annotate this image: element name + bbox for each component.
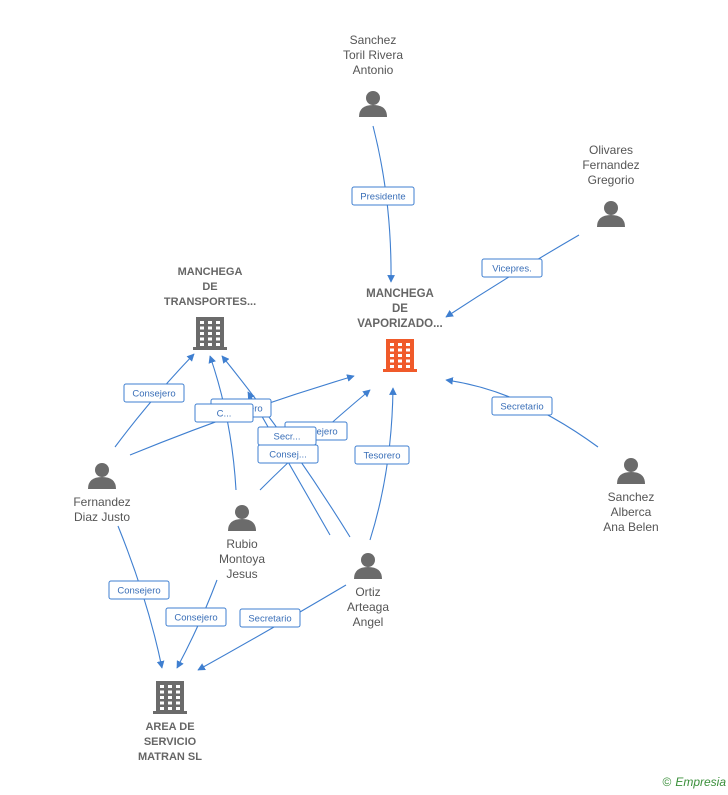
nodes-layer: MANCHEGA DE VAPORIZADO... MANCHEGA DE TRANSPO… (73, 33, 658, 763)
edge-label-e11[interactable]: Consejero (108, 580, 170, 600)
brand-watermark: ©Empresia (662, 775, 726, 789)
node-label-line: TRANSPORTES... (164, 296, 256, 308)
brand-name: Empresia (675, 775, 726, 789)
node-label-line: Fernandez (73, 495, 130, 509)
node-label-line: Arteaga (347, 600, 389, 614)
node-label-line: MANCHEGA (366, 288, 434, 300)
edge-label-e1[interactable]: Presidente (351, 186, 415, 206)
edge-label-box (108, 580, 170, 600)
node-manchega-transportes[interactable]: MANCHEGA DE TRANSPORTES... (164, 266, 256, 350)
edge-label-box (491, 396, 553, 416)
node-label-line: Sanchez (608, 490, 655, 504)
node-label-line: Gregorio (588, 173, 635, 187)
node-label-line: Jesus (226, 567, 257, 581)
person-icon[interactable] (617, 458, 645, 484)
node-label-line: Montoya (219, 552, 265, 566)
node-label-line: AREA DE (145, 721, 194, 733)
edge-label-e4[interactable]: Tesorero (354, 445, 410, 465)
node-label-line: DE (392, 303, 408, 315)
edge-label-text: Vicepres. (492, 264, 531, 275)
edge-label-text: Secretario (248, 614, 291, 625)
node-label-line: VAPORIZADO... (357, 318, 442, 330)
node-label-line: MANCHEGA (178, 266, 243, 278)
edge-label-e10[interactable]: Consej... (257, 444, 319, 464)
person-icon[interactable] (228, 505, 256, 531)
edge-label-box (239, 608, 301, 628)
building-icon[interactable] (383, 339, 417, 372)
node-label-line: Olivares (589, 143, 633, 157)
edge-label-text: Secretario (500, 402, 543, 413)
edge-label-box (257, 444, 319, 464)
node-label-line: Fernandez (582, 158, 639, 172)
node-manchega-vaporizado[interactable]: MANCHEGA DE VAPORIZADO... (357, 288, 443, 372)
edge-label-box (481, 258, 543, 278)
node-label-line: Alberca (611, 505, 652, 519)
edge-label-text: Consejero (132, 389, 175, 400)
node-label-line: DE (202, 281, 217, 293)
node-label-line: SERVICIO (144, 736, 197, 748)
person-icon[interactable] (354, 553, 382, 579)
edge-label-e9[interactable]: Secr... (257, 426, 317, 446)
person-icon[interactable] (88, 463, 116, 489)
edge-label-box (123, 383, 185, 403)
edge-label-text: C... (217, 409, 232, 420)
person-icon[interactable] (597, 201, 625, 227)
edge-labels-layer: PresidenteVicepres.SecretarioTesoreroCon… (108, 186, 553, 628)
node-area-servicio[interactable]: AREA DE SERVICIO MATRAN SL (138, 681, 202, 763)
node-label-line: Diaz Justo (74, 510, 130, 524)
node-label-line: Antonio (353, 63, 394, 77)
edge-label-e2[interactable]: Vicepres. (481, 258, 543, 278)
edge-label-text: Consejero (174, 613, 217, 624)
edge-line-e13 (197, 584, 347, 671)
node-label-line: Angel (353, 615, 384, 629)
edge-label-e8[interactable]: C... (194, 403, 254, 423)
building-icon[interactable] (193, 317, 227, 350)
node-label-line: Sanchez (350, 33, 397, 47)
node-label-line: MATRAN SL (138, 751, 202, 763)
copyright-symbol: © (662, 775, 672, 789)
node-label-line: Toril Rivera (343, 48, 403, 62)
edge-label-box (165, 607, 227, 627)
node-label-line: Ana Belen (603, 520, 658, 534)
edge-label-text: Tesorero (364, 451, 401, 462)
person-icon[interactable] (359, 91, 387, 117)
edge-label-text: Consej... (269, 450, 307, 461)
edge-label-box (194, 403, 254, 423)
edge-label-e12[interactable]: Consejero (165, 607, 227, 627)
edge-line-e4 (369, 387, 397, 541)
edge-label-e13[interactable]: Secretario (239, 608, 301, 628)
edge-label-text: Secr... (274, 432, 301, 443)
edge-label-box (351, 186, 415, 206)
node-label-line: Rubio (226, 537, 258, 551)
building-icon[interactable] (153, 681, 187, 714)
edge-label-box (354, 445, 410, 465)
edge-label-e7[interactable]: Consejero (123, 383, 185, 403)
edge-label-e3[interactable]: Secretario (491, 396, 553, 416)
node-label-line: Ortiz (355, 585, 380, 599)
edge-label-text: Consejero (117, 586, 160, 597)
edge-label-text: Presidente (360, 192, 405, 203)
